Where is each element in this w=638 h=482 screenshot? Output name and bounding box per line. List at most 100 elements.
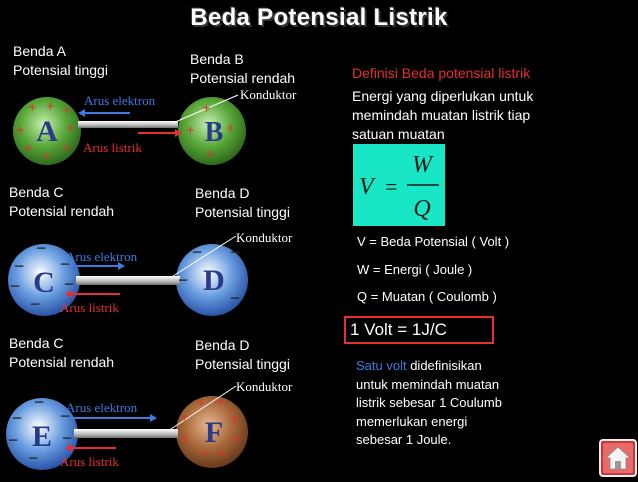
svg-text:−: − xyxy=(60,406,70,426)
body-d-label: Benda D Potensial tinggi xyxy=(195,184,290,222)
legend-v: V = Beda Potensial ( Volt ) xyxy=(357,234,510,249)
summary-line-3: listrik sebesar 1 Coulumb xyxy=(356,395,502,410)
minus-charges-d: −−−− xyxy=(178,242,240,308)
definition-heading: Definisi Beda potensial listrik xyxy=(352,65,531,81)
svg-text:+: + xyxy=(218,446,227,462)
summary-highlight: Satu volt xyxy=(356,358,407,373)
current-arrowhead-1 xyxy=(175,129,182,137)
formula-numerator: W xyxy=(412,152,434,178)
svg-text:+: + xyxy=(230,412,239,428)
svg-text:+: + xyxy=(62,103,71,119)
body-c-label: Benda C Potensial rendah xyxy=(9,183,114,221)
formula: V = W Q xyxy=(359,152,439,222)
body-c-potential: Potensial rendah xyxy=(9,203,115,219)
volt-definition-box: 1 Volt = 1J/C xyxy=(344,316,494,344)
sphere-e-letter: E xyxy=(32,420,52,453)
definition-line-3: satuan muatan xyxy=(352,126,445,142)
svg-text:+: + xyxy=(180,432,189,448)
svg-text:+: + xyxy=(62,141,71,157)
svg-text:−: − xyxy=(8,430,18,450)
body-a-label: Benda A Potensial tinggi xyxy=(13,42,108,80)
sphere-c-letter: C xyxy=(33,266,55,299)
summary-line-4: memerlukan energi xyxy=(356,413,468,429)
conductor-rod-3 xyxy=(74,429,178,438)
svg-text:−: − xyxy=(14,256,24,276)
svg-text:−: − xyxy=(36,238,46,258)
svg-text:+: + xyxy=(202,101,211,117)
electron-arrowhead-3 xyxy=(150,414,157,422)
legend-w: W = Energi ( Joule ) xyxy=(357,262,473,277)
body-a-potential: Potensial tinggi xyxy=(13,62,108,78)
body-e-potential: Potensial rendah xyxy=(9,354,115,370)
body-a-name: Benda A xyxy=(13,43,66,59)
definition-line-1: Energi yang diperlukan untuk xyxy=(352,88,534,104)
svg-text:+: + xyxy=(200,446,209,462)
svg-text:+: + xyxy=(24,141,33,157)
svg-text:−: − xyxy=(10,276,20,296)
conductor-pointer-1 xyxy=(172,94,239,124)
svg-text:+: + xyxy=(16,123,25,139)
sphere-a-letter: A xyxy=(36,115,58,148)
sphere-d-letter: D xyxy=(203,264,225,297)
current-flow-label-3: Arus listrik xyxy=(60,454,119,469)
current-arrowhead-2 xyxy=(65,290,72,298)
body-b-potential: Potensial rendah xyxy=(190,70,296,86)
svg-text:−: − xyxy=(30,294,40,314)
body-f-label: Benda D Potensial tinggi xyxy=(195,336,290,374)
home-button[interactable] xyxy=(599,439,637,477)
body-d-potential: Potensial tinggi xyxy=(195,204,290,220)
svg-text:+: + xyxy=(226,121,235,137)
summary-line-1-rest: didefinisikan xyxy=(406,358,482,373)
summary-line-1: Satu volt didefinisikan xyxy=(356,357,502,376)
diagram-1: +++ ++ +++ ++++ A B Arus elektron Arus l… xyxy=(13,87,297,165)
svg-text:−: − xyxy=(230,288,240,308)
formula-equals: = xyxy=(385,174,397,199)
conductor-label-1: Konduktor xyxy=(240,87,297,102)
diagram-2: −−− −−− −−−− C D Arus elektron Arus list… xyxy=(8,230,293,316)
svg-text:+: + xyxy=(46,99,55,115)
electron-flow-label-3: Arus elektron xyxy=(66,400,138,415)
legend-q: Q = Muatan ( Coulomb ) xyxy=(357,289,497,304)
definition-text: Energi yang diperlukan untuk memindah mu… xyxy=(352,87,533,144)
body-c-name: Benda C xyxy=(9,184,64,200)
svg-text:+: + xyxy=(196,396,205,412)
summary-text: Satu volt didefinisikan untuk memindah m… xyxy=(356,357,502,450)
formula-lhs: V xyxy=(359,174,376,200)
electron-arrowhead-1 xyxy=(78,109,85,117)
body-e-label: Benda C Potensial rendah xyxy=(9,334,114,372)
conductor-pointer-3 xyxy=(167,385,237,432)
sphere-b-letter: B xyxy=(205,117,224,148)
diagram-3: −−− −−− ++++ ++++ E F Arus elektron Arus… xyxy=(6,379,293,470)
body-d-name: Benda D xyxy=(195,185,250,201)
conductor-rod-1 xyxy=(78,121,178,128)
body-f-name: Benda D xyxy=(195,337,250,353)
svg-text:−: − xyxy=(60,254,70,274)
body-b-name: Benda B xyxy=(190,51,244,67)
page-title: Beda Potensial Listrik xyxy=(190,4,448,31)
summary-line-5: sebesar 1 Joule. xyxy=(356,432,452,447)
home-icon xyxy=(599,439,637,477)
minus-charges-e: −−− −−− xyxy=(8,392,72,468)
body-f-potential: Potensial tinggi xyxy=(195,356,290,372)
minus-charges-c: −−− −−− xyxy=(10,238,74,314)
svg-text:−: − xyxy=(230,242,240,262)
svg-text:−: − xyxy=(28,448,38,468)
svg-text:+: + xyxy=(28,100,37,116)
electron-flow-label-1: Arus elektron xyxy=(84,93,156,108)
electron-arrowhead-2 xyxy=(118,262,125,270)
svg-text:+: + xyxy=(232,432,241,448)
svg-text:+: + xyxy=(66,121,75,137)
plus-charges-b: ++++ xyxy=(186,101,235,163)
body-b-label: Benda B Potensial rendah xyxy=(190,50,295,88)
sphere-e xyxy=(6,398,78,470)
sphere-a xyxy=(13,97,81,165)
definition-line-2: memindah muatan listrik tiap xyxy=(352,107,531,123)
formula-box: V = W Q xyxy=(353,144,445,226)
formula-denominator: Q xyxy=(413,196,430,222)
body-e-name: Benda C xyxy=(9,335,64,351)
svg-text:+: + xyxy=(180,410,189,426)
svg-text:+: + xyxy=(42,149,51,165)
plus-charges-f: ++++ ++++ xyxy=(180,394,241,462)
sphere-d xyxy=(176,244,248,316)
current-arrowhead-3 xyxy=(65,444,72,452)
